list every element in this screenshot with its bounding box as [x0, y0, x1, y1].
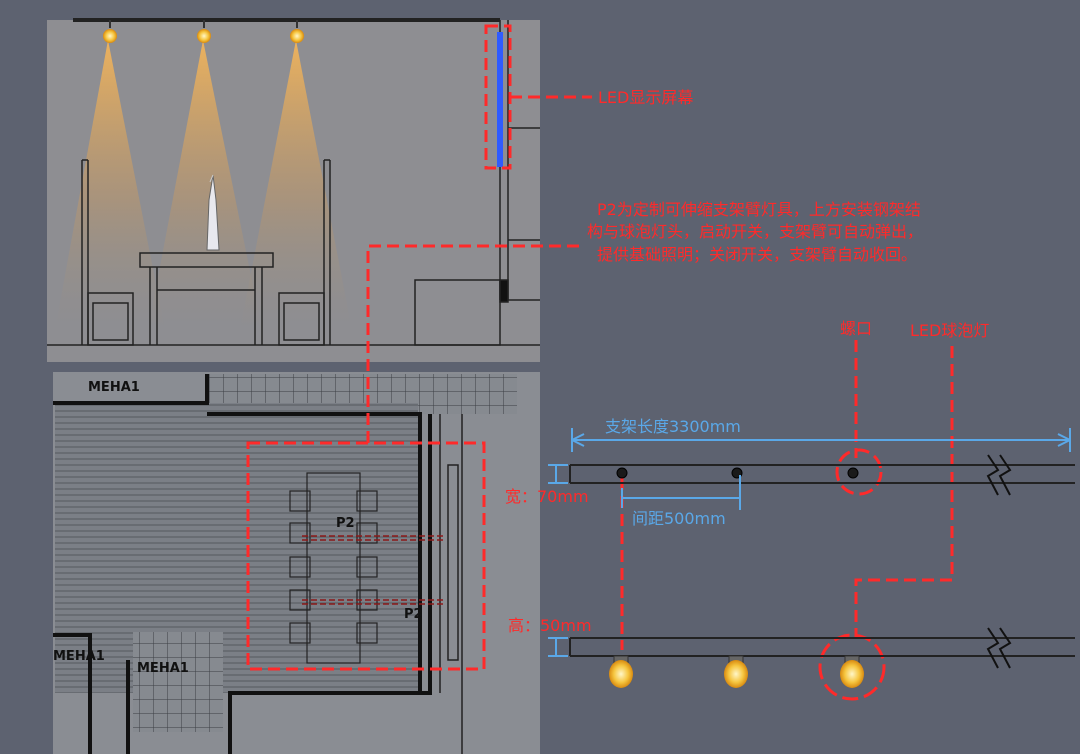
socket-highlight-circle [835, 448, 883, 496]
bracket-detail: 支架长度3300mm 宽：70mm 间距500mm [505, 417, 1075, 688]
spacing-label: 间距500mm [632, 509, 726, 528]
elevation-view [47, 18, 540, 362]
plan-p2-lines [302, 535, 445, 605]
dining-area-highlight [246, 441, 486, 671]
height-dimension [548, 637, 568, 657]
plan-label-meha1-top: MEHA1 [88, 380, 140, 395]
plan-label-meha1-left: MEHA1 [53, 649, 105, 664]
width-label: 宽：70mm [505, 487, 589, 506]
tile-area-bottom [133, 632, 223, 732]
led-bulb-leader [854, 346, 954, 638]
led-bulb-icon [840, 655, 864, 688]
plan-label-p2-a: P2 [336, 516, 355, 531]
led-bulb-icon [724, 655, 748, 688]
spot-bulb-icon [103, 20, 117, 43]
p2-note-line-3: 提供基础照明；关闭开关，支架臂自动收回。 [597, 245, 917, 264]
plan-wall-panel [439, 414, 463, 754]
socket-hole-icon [616, 467, 628, 479]
plan-label-p2-b: P2 [404, 607, 423, 622]
p2-note-line-2: 构与球泡灯头，启动开关，支架臂可自动弹出， [587, 222, 923, 241]
height-label: 高：50mm [508, 616, 592, 635]
hatched-floor [55, 403, 418, 693]
p2-note-line-1: P2为定制可伸缩支架臂灯具，上方安装钢架结 [597, 200, 921, 219]
plan-label-meha1-bottom: MEHA1 [137, 661, 189, 676]
bracket-top-view [569, 454, 1075, 496]
led-screen-icon [497, 32, 503, 167]
floor-plan-view: MEHA1 MEHA1 MEHA1 P2 P2 [53, 372, 540, 754]
led-bulb-label: LED球泡灯 [910, 321, 989, 340]
spacing-dimension [621, 475, 741, 510]
led-bulb-icon [609, 655, 633, 688]
led-screen-label: LED显示屏幕 [598, 88, 693, 107]
socket-hole-icon [847, 467, 859, 479]
width-dimension [548, 464, 568, 484]
p2-leader [366, 244, 580, 443]
bracket-side-view [569, 627, 1075, 669]
socket-label: 螺口 [840, 319, 872, 338]
bracket-length-dimension [571, 428, 1071, 452]
vase-decoration [206, 174, 220, 251]
dining-table [139, 252, 274, 345]
light-beam-2 [148, 40, 262, 330]
spot-bulb-icon [290, 20, 304, 43]
plan-dining-set [289, 472, 378, 664]
bracket-length-label: 支架长度3300mm [605, 417, 741, 436]
bulb-highlight-circle [818, 633, 886, 701]
spot-bulb-icon [197, 20, 211, 43]
chair-left [81, 159, 134, 346]
